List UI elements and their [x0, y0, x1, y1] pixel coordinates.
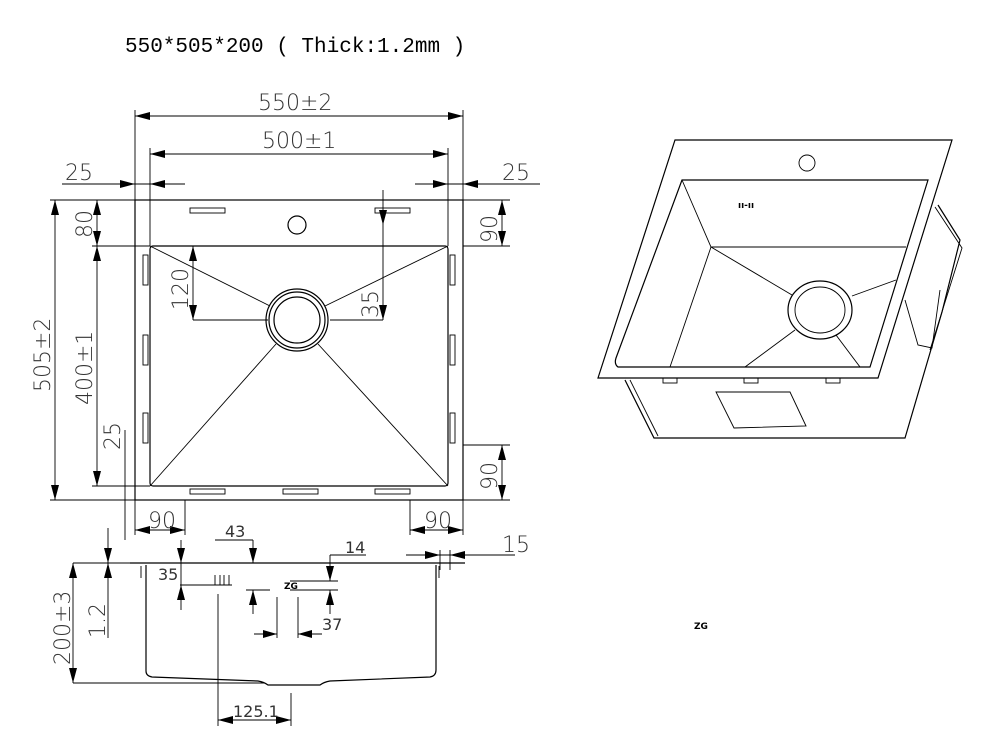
dim-front-margin: 25: [101, 422, 126, 450]
dim-35: 35: [158, 565, 178, 584]
mounting-clips: [142, 207, 456, 495]
dim-bowl-depth: 400±1: [73, 331, 98, 405]
bowl-outline: [149, 245, 449, 487]
sink-outline: [134, 199, 464, 501]
dim-overall-depth: 505±2: [31, 318, 56, 392]
dim-37: 37: [322, 615, 342, 634]
side-view: ZG 200±3 1.2 43 14 15 35 37 125.1: [51, 522, 530, 726]
dim-bottom-right: 90: [424, 509, 452, 534]
dim-back-margin: 80: [73, 210, 98, 238]
dim-15: 15: [502, 533, 530, 558]
dim-overall-width: 550±2: [258, 91, 332, 116]
drain-inner: [273, 296, 321, 344]
dim-thickness: 1.2: [86, 603, 111, 638]
drawing-title: 550*505*200 ( Thick:1.2mm ): [125, 36, 465, 59]
iso-clip-mark: ıı-ıı: [738, 201, 754, 211]
dim-left-margin: 25: [65, 161, 93, 186]
isometric-view: ıı-ıı: [597, 139, 963, 439]
dim-right-back: 90: [478, 215, 503, 243]
side-logo: ZG: [284, 582, 298, 592]
dim-bottom-left: 90: [148, 509, 176, 534]
dim-height: 200±3: [51, 591, 76, 665]
dim-14: 14: [345, 538, 365, 557]
drain-outer: [265, 288, 329, 352]
brand-logo: ZG: [694, 622, 708, 632]
dim-drain-offset: 120: [169, 268, 194, 310]
dim-125: 125.1: [233, 702, 279, 721]
dim-43: 43: [225, 522, 245, 541]
tap-hole: [287, 215, 307, 235]
dim-tap-offset: 35: [359, 290, 384, 318]
dim-bowl-width: 500±1: [262, 129, 336, 154]
top-view: 550±2 500±1 25 25 505±2 400±1 80 25 120 …: [31, 91, 540, 540]
dim-right-front: 90: [478, 462, 503, 490]
dim-right-margin: 25: [502, 161, 530, 186]
